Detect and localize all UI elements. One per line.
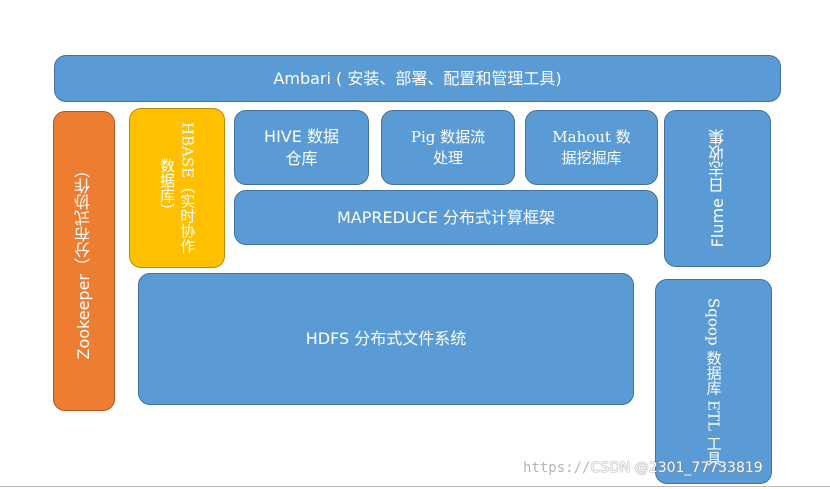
ambari-box: Ambari ( 安装、部署、配置和管理工具) bbox=[54, 55, 781, 102]
hive-box: HIVE 数据 仓库 bbox=[234, 110, 369, 185]
hdfs-label: HDFS 分布式文件系统 bbox=[305, 329, 467, 349]
pig-label-line2: 处理 bbox=[432, 148, 463, 167]
ambari-label: Ambari ( 安装、部署、配置和管理工具) bbox=[273, 68, 562, 88]
sqoop-label: Sqoop 数据库 ETL 工具 bbox=[704, 297, 723, 466]
watermark-url: https:// bbox=[523, 460, 591, 476]
mahout-box: Mahout 数 据挖掘库 bbox=[525, 110, 658, 185]
hbase-label: HBASE（实时协作数据库） bbox=[158, 122, 197, 254]
pig-label-line1: Pig 数据流 bbox=[410, 128, 486, 147]
flume-label: Flume 日志收集 bbox=[707, 129, 727, 248]
hbase-box: HBASE（实时协作数据库） bbox=[129, 108, 225, 268]
watermark: https://CSDN @2301_77733819 bbox=[523, 460, 763, 476]
hdfs-box: HDFS 分布式文件系统 bbox=[138, 273, 634, 405]
sqoop-box: Sqoop 数据库 ETL 工具 bbox=[655, 279, 772, 484]
bottom-divider bbox=[0, 486, 830, 487]
watermark-text: CSDN @2301_77733819 bbox=[590, 460, 763, 476]
hive-label-line2: 仓库 bbox=[285, 148, 318, 168]
mahout-label-line1: Mahout 数 bbox=[552, 128, 631, 147]
hive-label-line1: HIVE 数据 bbox=[264, 126, 339, 146]
mahout-label-line2: 据挖掘库 bbox=[561, 148, 622, 167]
pig-box: Pig 数据流 处理 bbox=[381, 110, 515, 185]
flume-box: Flume 日志收集 bbox=[664, 110, 771, 267]
zookeeper-box: Zookeeper（分布式协作） bbox=[53, 111, 115, 411]
mapreduce-box: MAPREDUCE 分布式计算框架 bbox=[234, 190, 658, 245]
zookeeper-label: Zookeeper（分布式协作） bbox=[74, 162, 94, 360]
mapreduce-label: MAPREDUCE 分布式计算框架 bbox=[336, 207, 556, 227]
